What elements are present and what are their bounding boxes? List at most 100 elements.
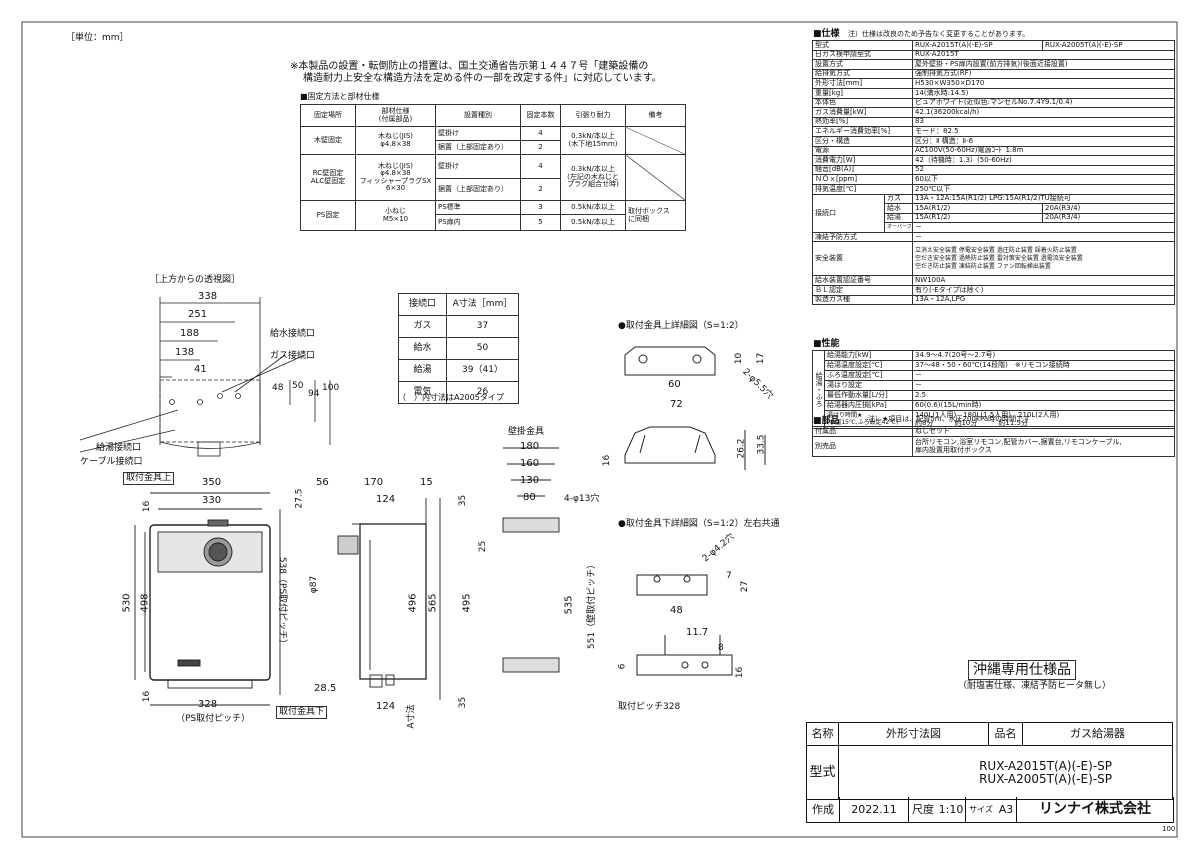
okinawa-label: 沖縄専用仕様品 [968,660,1076,680]
side-dim-124-bot: 124 [376,701,396,712]
fix-cell-text: 木ねじ(JIS) φ4.8×38 フィッシャープラグSX 6×30 [359,161,432,192]
okinawa-sub: （耐塩害仕様、凍結予防ヒータ無し） [958,681,1112,691]
spec-conn-sub: ガス [884,193,913,205]
spec-conn-sub: オーバーフロー [884,222,913,233]
conn-cell: 26 [446,381,519,404]
side-dim-124-top: 124 [376,494,396,505]
spec-value: モード：82.5 [912,126,1175,137]
wb-dim-35-top: 35 [458,494,469,507]
spec-label: 日ガス検申請型式 [812,49,913,61]
spec-value: 有り(-Eタイプは除く) [912,285,1175,296]
label-gas-inlet: ガス接続口 [270,351,316,361]
spec-label: 消費電力[W] [812,155,913,166]
fix-cell: 3 [520,200,561,215]
tb-model-label: 型式 [806,745,839,800]
front-dim-16-top: 16 [142,500,153,513]
fix-cell: PS扉内 [435,214,521,231]
spec-value: 区分：Ⅱ 構造：Ⅱ-6 [912,135,1175,147]
perf-label: 給湯器内圧損[kPa] [824,400,913,411]
spec-note: 注）仕様は改良のため予告なく変更することがあります。 [848,30,1030,38]
acc-value: ねじセット [912,426,1175,437]
spec-value: － [912,222,1175,233]
label-water-inlet: 給水接続口 [270,329,316,339]
acc-title: ■部品 [813,416,840,426]
fix-cell: 0.5kN/本以上 [560,200,626,215]
perf-label: 給湯能力[kW] [824,350,913,361]
tb-company: リンナイ株式会社 [1039,801,1151,817]
unit-label: ［単位：mm］ [66,33,129,43]
acc-label: 付属品 [812,426,913,437]
top-dim-94: 94 [308,389,320,399]
wb-dim-495: 495 [461,593,473,613]
spec-value: 42（待機時：1.3）(50-60Hz) [912,155,1175,166]
detail-upper-title: ●取付金具上詳細図（S=1:2） [618,321,744,331]
fix-cell: 2 [520,178,561,201]
side-dim-28-5: 28.5 [314,683,337,694]
fix-cell-text: 木ねじ(JIS) φ4.8×38 [377,132,414,148]
fix-header-type: 設置種別 [435,104,521,127]
perf-fill-row: 約8分 約10分 約11.5分 [915,418,1028,427]
du-dim-72: 72 [670,399,683,410]
spec-conn-sub: 給水 [884,203,913,214]
fix-cell: 壁掛け [435,154,521,179]
conn-cell: 50 [446,337,519,360]
perf-label: 最低作動水量[L/分] [824,390,913,401]
fix-cell: 木ねじ(JIS) φ4.8×38 [355,126,436,155]
front-dim-530: 530 [121,593,133,613]
front-dim-538: 538（PS取付ピッチ） [277,556,288,649]
tb-size: A3 [996,797,1017,822]
spec-value: NW100A [912,275,1175,287]
perf-label: ふろ温度設定[℃] [824,370,913,381]
dl-dim-11-7: 11.7 [686,627,709,638]
front-dim-328: 328 [198,699,218,710]
fix-cell: 小ねじ M5×10 [355,200,436,231]
fix-cell: 2 [520,140,561,155]
side-dim-a: A寸法 [406,704,417,729]
spec-value: RUX-A2015T(A)(-E)-SP [912,40,1043,51]
du-dim-10: 10 [734,352,745,365]
perf-value: 34.9～4.7(20号～2.7号) [912,350,1175,361]
front-view-drawing [134,492,281,706]
spec-conn-label: 接続口 [812,193,885,233]
spec-value: 14(満水時:14.5) [912,87,1175,99]
detail-upper-drawing [624,346,766,470]
wb-dim-160: 160 [520,458,540,469]
tb-model-1: RUX-A2015T(A)(-E)-SP [979,758,1112,773]
top-dim-338: 338 [198,291,218,302]
side-dim-27-5: 27.5 [294,488,305,509]
fix-cell-diag [625,126,686,155]
side-dim-170: 170 [364,477,384,488]
page-number: 100 [1162,825,1176,833]
spec-label: ＮＯｘ[ppm] [812,174,913,185]
detail-lower-drawing [636,574,733,676]
top-view-title: ［上方からの透視図］ [150,275,241,285]
fix-header-tension: 引張り耐力 [560,104,626,127]
top-dim-251: 251 [188,309,208,320]
spec-label: エネルギー消費効率[%] [812,126,913,137]
fix-cell: PS標準 [435,200,521,215]
spec-value: 83 [912,116,1175,128]
spec-value: AC100V(50-60Hz)電源ｺｰﾄﾞ1.8m [912,145,1175,157]
tb-product-value: ガス給湯器 [1022,722,1173,746]
tb-bottom-row: 作成 2022.11 尺度 1:10 サイズ A3 リンナイ株式会社 [806,797,1174,823]
top-view-drawing [79,297,331,457]
side-dim-15: 15 [420,477,433,488]
side-dim-565: 565 [427,593,439,613]
perf-side-text: 給湯・ふろ [815,372,824,407]
top-dim-188: 188 [180,328,200,339]
spec-value: RUX-A2005T(A)(-E)-SP [1042,40,1175,51]
spec-value: 13A・12A:15A(R1/2) LPG:15A(R1/2)TU接続可 [912,193,1175,205]
tb-date: 2022.11 [840,797,909,822]
top-dim-50: 50 [292,381,304,391]
spec-label: 電源 [812,145,913,157]
fix-cell-text: 小ねじ M5×10 [382,207,409,223]
fix-cell-text: 0.3kN/本以上 (左記の木ねじと プラグ組合せ時) [567,165,619,189]
dl-dim-pitch: 取付ピッチ328 [618,702,681,712]
top-dim-41: 41 [194,364,207,375]
du-dim-16: 16 [602,454,613,467]
spec-value: 52 [912,164,1175,176]
safety-line: 空だき防止装置 凍結防止装置 ファン回転検出装置 [915,263,1051,271]
fix-cell: PS固定 [300,200,356,231]
wb-dim-35-bot: 35 [458,696,469,709]
front-dim-330: 330 [202,495,222,506]
